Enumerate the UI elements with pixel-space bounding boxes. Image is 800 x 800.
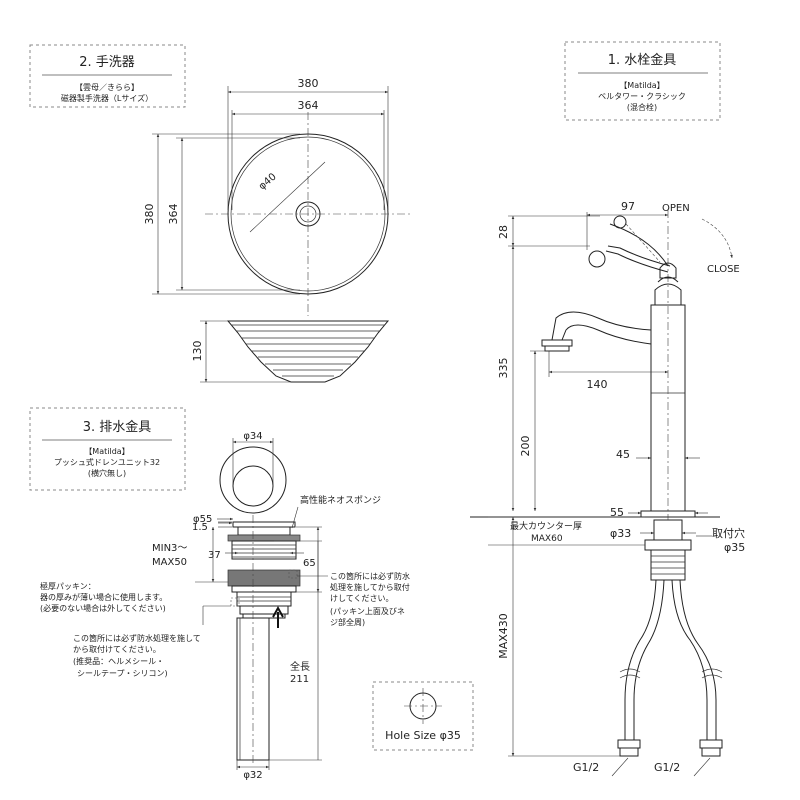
drain-title: 3. 排水金具 [83,419,152,435]
faucet-counter-label-1: 最大カウンター厚 [510,520,582,532]
drain-total-label: 全長 [290,660,310,673]
faucet-dim-97: 97 [621,200,635,213]
faucet-dim-max430: MAX430 [497,613,510,659]
drain-dim-37: 37 [208,550,221,561]
drain-subtitle-1: 【Matilda】 [84,447,129,456]
drain-note-left-4: シールテープ・シリコン) [77,669,168,678]
faucet-hole-label-1: 取付穴 [712,526,745,540]
drain-note-right-3: けしてください。 [330,594,394,603]
drain-note-right-4: (パッキン上面及びネ [330,607,405,616]
drain-dim-34: φ34 [243,431,262,442]
hole-size-section: Hole Size φ35 [372,681,474,751]
sink-side-view [226,320,390,383]
faucet-title: 1. 水栓金具 [608,52,677,68]
drain-min-label: MIN3～ [152,543,187,554]
faucet-dim-200: 200 [519,436,532,457]
sink-title: 2. 手洗器 [79,55,135,70]
drain-side-view [227,521,301,761]
drain-note-left-3: (推奨品：ヘルメシール・ [73,656,164,666]
drain-note-right-2: 処理を施してから取付 [330,582,410,592]
faucet-dim-45: 45 [616,448,630,461]
hole-size-label: Hole Size φ35 [385,729,461,742]
drain-top-inner [232,465,274,507]
faucet-title-box [564,41,721,121]
faucet-close-label: CLOSE [707,264,740,275]
drain-section: 3. 排水金具 【Matilda】 プッシュ式ドレンユニット32 (横穴無し) … [29,407,410,781]
drain-dim-55: φ55 [193,514,212,525]
drain-dim-1-5: 1.5 [192,522,208,533]
drain-max-label: MAX50 [152,557,187,568]
drain-total-value: 211 [290,674,309,685]
drain-top-outer [219,446,287,514]
faucet-open-label: OPEN [662,203,690,214]
drain-title-box [29,407,186,491]
faucet-g-right: G1/2 [654,761,680,774]
sink-dim-outer-height: 380 [143,204,156,225]
sink-dim-inner-width: 364 [298,99,319,112]
faucet-dim-33: φ33 [610,527,631,540]
sink-title-box [29,44,186,108]
faucet-dim-28: 28 [497,225,510,239]
drain-subtitle-2: プッシュ式ドレンユニット32 [54,457,160,467]
sink-dim-outer-width: 380 [298,77,319,90]
drain-sponge-label: 高性能ネオスポンジ [300,494,381,506]
faucet-dim-55: 55 [610,506,624,519]
sink-section: 2. 手洗器 【雲母／きらら】 磁器製手洗器（Lサイズ） φ40 380 364… [29,44,412,383]
drain-note-right-5: ジ部全周) [330,617,365,627]
drain-note-right-1: この箇所には必ず防水 [330,571,410,581]
sink-drain-inner [299,205,317,223]
sink-dim-inner-height: 364 [167,204,180,225]
drain-subtitle-3: (横穴無し) [88,468,126,478]
faucet-dim-335: 335 [497,358,510,379]
drain-packing-3: (必要のない場合は外してください) [40,603,166,613]
faucet-counter-label-2: MAX60 [531,534,563,544]
faucet-dim-140: 140 [587,378,608,391]
drain-note-left-1: この箇所には必ず防水処理を施して [73,633,201,643]
faucet-subtitle-2: ベルタワー・クラシック [598,92,686,101]
faucet-section: 1. 水栓金具 【Matilda】 ベルタワー・クラシック (混合栓) [470,41,745,777]
faucet-hole-label-2: φ35 [724,541,745,554]
drain-packing-2: 器の厚みが薄い場合に使用します。 [40,592,167,602]
faucet-subtitle-1: 【Matilda】 [619,81,664,90]
faucet-subtitle-3: (混合栓) [627,102,657,112]
sink-dim-hole: φ40 [257,171,279,192]
drain-dim-65: 65 [303,558,316,569]
drain-note-left-2: から取付けてください。 [73,644,161,654]
drain-packing-1: 極厚パッキン： [40,581,96,591]
drain-dim-32: φ32 [243,770,262,781]
sink-subtitle-1: 【雲母／きらら】 [75,83,139,92]
faucet-drawing [470,210,723,757]
hole-size-box [372,681,474,751]
faucet-g-left: G1/2 [573,761,599,774]
sink-subtitle-2: 磁器製手洗器（Lサイズ） [61,93,153,103]
sink-dim-height: 130 [191,341,204,362]
